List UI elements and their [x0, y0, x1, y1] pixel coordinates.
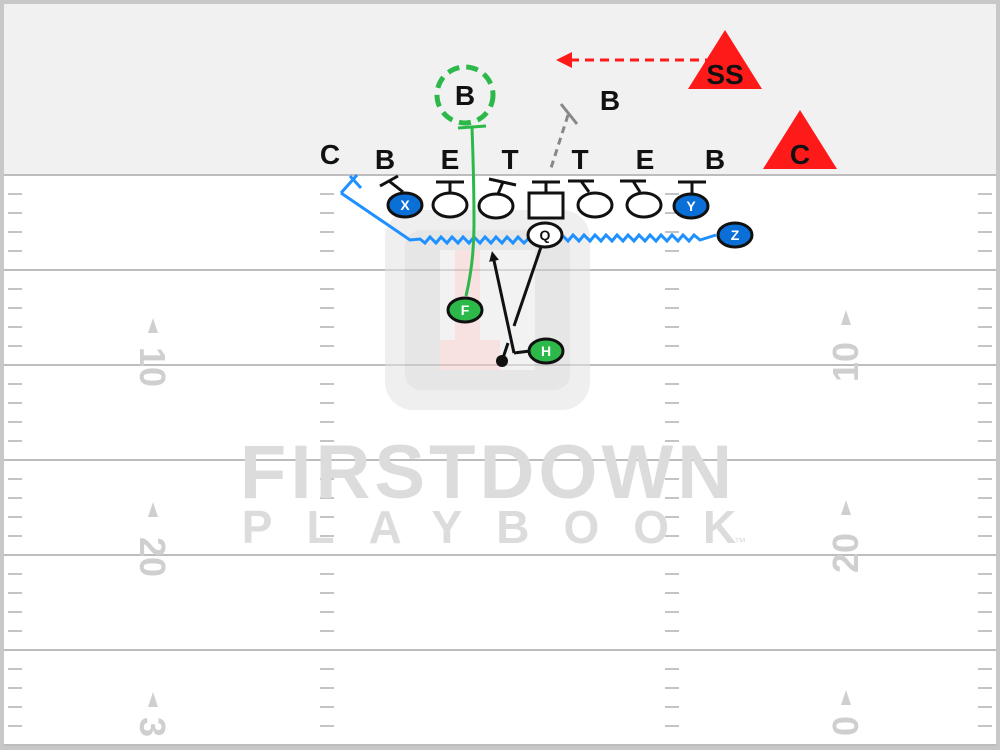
- route-f-block-bar: [457, 124, 487, 130]
- watermark-title: FIRSTDOWN: [240, 430, 736, 515]
- watermark-trademark: ™: [734, 535, 746, 549]
- strong-safety-label: SS: [706, 59, 743, 90]
- back-h-label: H: [541, 343, 551, 359]
- route-h-stem: [513, 349, 531, 355]
- deep-backer-circle[interactable]: [434, 64, 496, 126]
- corner-right-label: C: [790, 139, 810, 170]
- yard-number-left-20: 20: [132, 537, 173, 577]
- blitz-path-dashed: [549, 114, 570, 169]
- defense-label-b-right: B: [705, 144, 725, 175]
- defense-markers: [379, 174, 706, 195]
- yard-lines: [4, 174, 996, 746]
- receiver-x[interactable]: X: [386, 191, 424, 219]
- quarterback-q-label: Q: [540, 227, 551, 243]
- back-f-label: F: [461, 302, 470, 318]
- receiver-x-label: X: [400, 197, 410, 213]
- corner-right-marker[interactable]: C: [763, 110, 837, 170]
- yard-number-left-3: 3: [132, 717, 173, 737]
- blitz-backer-label: B: [600, 85, 620, 116]
- ss-motion-arrowhead: [556, 52, 572, 68]
- defense-label-e-right: E: [636, 144, 655, 175]
- route-f-green: [464, 127, 476, 297]
- yard-number-arrows: [148, 310, 851, 707]
- back-f[interactable]: F: [446, 296, 484, 324]
- route-h-black: [489, 251, 516, 354]
- receiver-y-label: Y: [686, 198, 696, 214]
- back-h[interactable]: H: [527, 337, 565, 365]
- defense-label-t-left: T: [501, 144, 518, 175]
- receiver-z[interactable]: Z: [716, 221, 754, 249]
- route-x-end-tick: [348, 174, 363, 190]
- defense-label-t-right: T: [571, 144, 588, 175]
- watermark-subtitle: PLAYBOOK: [242, 501, 770, 553]
- motion-start-dot: [496, 355, 508, 367]
- receiver-z-label: Z: [731, 227, 740, 243]
- route-z-blue: [561, 232, 717, 244]
- defense-label-e-left: E: [441, 144, 460, 175]
- yard-number-right-0: 0: [825, 716, 866, 736]
- defense-label-b-left: B: [375, 144, 395, 175]
- hash-marks: [8, 193, 992, 727]
- yard-number-right-20: 20: [825, 533, 866, 573]
- quarterback-q[interactable]: Q: [526, 221, 564, 249]
- offensive-line: [431, 191, 663, 220]
- backfield-area: [4, 4, 996, 175]
- yard-number-left-10: 10: [132, 347, 173, 387]
- yard-number-right-10: 10: [825, 342, 866, 382]
- deep-backer-label: B: [455, 80, 475, 111]
- route-x-end-bar: [339, 174, 359, 194]
- blitz-bar: [559, 103, 579, 125]
- route-x-blue: [340, 191, 531, 246]
- receiver-y[interactable]: Y: [672, 192, 710, 220]
- strong-safety-marker[interactable]: SS: [688, 30, 762, 90]
- route-q-black: [512, 246, 543, 327]
- corner-left-label: C: [320, 139, 340, 170]
